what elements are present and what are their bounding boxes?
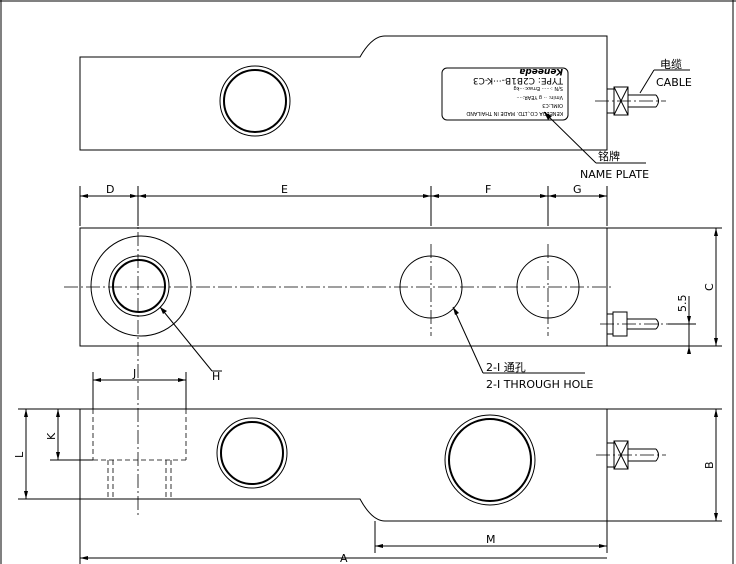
name-plate-type: TYPE: C2B1B-···K-C3 <box>473 75 564 85</box>
through-hole-2 <box>516 255 580 319</box>
bottom-view: J K L B M A <box>13 367 722 564</box>
top-view-bore-outer <box>219 65 291 137</box>
bore-inner <box>112 259 166 313</box>
dim-K: K <box>45 432 58 440</box>
top-view: KENEEDA CO.,LTD. MADE IN THAILAND OIML:C… <box>79 35 692 181</box>
cable-label-cn: 电缆 <box>660 58 682 71</box>
name-plate-label-cn: 铭牌 <box>598 149 620 163</box>
dim-M: M <box>486 533 496 546</box>
dim-C: C <box>703 283 716 291</box>
middle-view-body <box>79 227 608 347</box>
through-hole-leader <box>452 306 484 374</box>
through-hole-1 <box>399 255 463 319</box>
dim-J: J <box>132 367 136 380</box>
name-plate-logo: Keneeda <box>519 66 563 76</box>
counterbore-outer <box>90 235 192 337</box>
name-plate-oiml: OIML:C3 <box>542 102 563 108</box>
bottom-bore-1-outer <box>216 417 288 489</box>
dim-L: L <box>13 451 26 458</box>
top-view-bore-inner <box>223 69 287 133</box>
middle-view: H 2-I 通孔 2-I THROUGH HOLE C 5.5 <box>64 210 722 516</box>
dim-G: G <box>573 183 582 196</box>
dim-D: D <box>106 183 114 196</box>
cable-connector-bottom <box>596 440 666 470</box>
dim-offset: 5.5 <box>676 295 689 313</box>
bottom-bore-2-inner <box>448 418 532 502</box>
through-hole-label-cn: 2-I 通孔 <box>486 361 526 374</box>
name-plate-maker: KENEEDA CO.,LTD. MADE IN THAILAND <box>466 110 563 116</box>
dim-H: H <box>212 370 220 383</box>
name-plate-sn: S/N :······ Emax:···kg <box>513 85 563 91</box>
dim-F: F <box>485 183 491 196</box>
name-plate-label-en: NAME PLATE <box>580 168 649 181</box>
h-leader <box>159 306 213 372</box>
dim-B: B <box>703 461 716 469</box>
bore-outer <box>108 255 170 317</box>
name-plate-vmin: Vmin: ·· g YEAR:···· <box>516 94 563 100</box>
cable-connector-top <box>595 86 666 116</box>
name-plate-leader <box>543 111 597 164</box>
dim-A: A <box>340 552 348 564</box>
cable-label-en: CABLE <box>656 76 692 89</box>
cable-connector-middle <box>600 311 668 337</box>
cable-leader <box>639 69 655 94</box>
top-view-body <box>79 35 608 151</box>
name-plate-outline <box>441 67 569 121</box>
through-hole-label-en: 2-I THROUGH HOLE <box>486 378 593 391</box>
name-plate: KENEEDA CO.,LTD. MADE IN THAILAND OIML:C… <box>441 66 569 121</box>
bottom-view-body <box>79 408 608 522</box>
dim-E: E <box>281 183 288 196</box>
bottom-bore-1-inner <box>220 421 284 485</box>
bottom-bore-2-outer <box>444 414 536 506</box>
dimension-row-top: D E F G <box>79 183 608 226</box>
